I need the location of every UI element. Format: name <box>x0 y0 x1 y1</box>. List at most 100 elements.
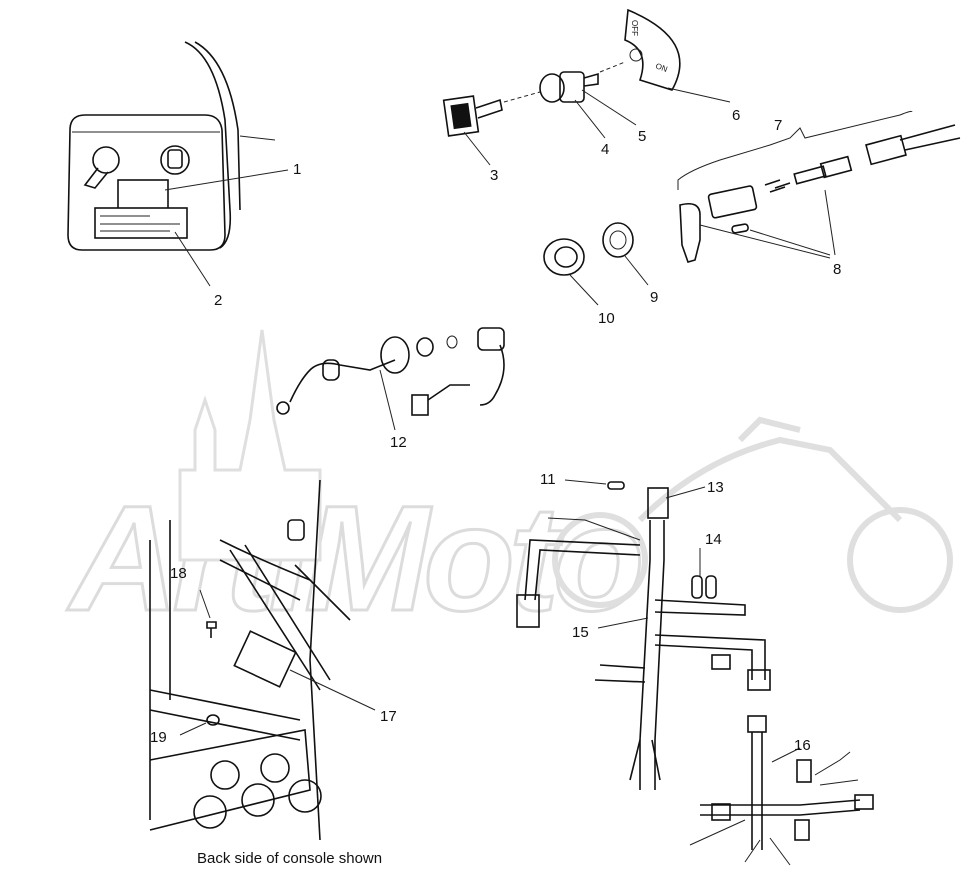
leader-line-5 <box>581 89 637 126</box>
nut-19 <box>206 714 220 726</box>
harness-wire-11 <box>547 517 641 541</box>
leader-line-2 <box>174 231 211 287</box>
callout-17: 17 <box>380 708 397 725</box>
switch-pin <box>731 223 749 234</box>
harness-tube <box>219 539 311 601</box>
leader-line-19 <box>179 722 207 736</box>
tether-clip <box>276 401 290 415</box>
key-in-switch <box>83 167 109 189</box>
nut-inner <box>554 246 578 268</box>
sub-harness-connector-bottom <box>794 819 810 841</box>
console-panel <box>67 114 226 251</box>
decal-1-shape <box>117 179 169 213</box>
ignition-parts: OFF ON <box>442 8 731 166</box>
console-back-hole <box>193 795 227 829</box>
leader-line-8a <box>749 229 831 256</box>
washer-inner <box>609 230 627 250</box>
key-blade <box>475 98 503 119</box>
harness-conduit <box>229 544 331 691</box>
harness-branch-left <box>524 539 641 601</box>
callout-11: 11 <box>540 471 556 488</box>
console-back-cable <box>294 564 351 621</box>
light-switch-bezel <box>160 145 190 175</box>
sub-harness-connector-left <box>711 803 731 821</box>
tether-connector <box>411 394 429 416</box>
leader-line-10 <box>569 274 599 306</box>
callout-1: 1 <box>293 161 301 178</box>
sub-harness-cross <box>700 799 861 816</box>
harness-plug-13 <box>647 487 669 519</box>
ignition-switch-terminal <box>583 72 599 87</box>
leader-line-1 <box>164 169 289 191</box>
callout-12: 12 <box>390 434 407 451</box>
fuse-14b <box>705 575 717 599</box>
main-harness <box>516 479 771 790</box>
tether-switch-body <box>477 327 505 351</box>
leader-line-8b <box>699 224 831 259</box>
watermark-wheel-rear <box>847 507 953 613</box>
callout-19: 19 <box>150 729 167 746</box>
watermark-text: ArtiMoto <box>66 474 640 642</box>
diagram-caption: Back side of console shown <box>197 850 382 867</box>
ignition-switch-face <box>539 73 565 103</box>
washer-outer <box>602 222 634 258</box>
switch-wire <box>904 137 961 151</box>
switch-lever <box>679 202 701 263</box>
tether-nut <box>416 337 434 357</box>
leader-line-8c <box>824 189 836 256</box>
callout-14: 14 <box>705 531 722 548</box>
callout-9: 9 <box>650 289 658 306</box>
leader-line-11 <box>564 479 607 485</box>
harness-connector-left <box>516 594 540 628</box>
leader-line-6 <box>667 87 731 103</box>
plate-off-text: OFF <box>630 20 639 36</box>
switch-wire <box>899 124 956 141</box>
tether-connector-wire <box>427 384 470 401</box>
tether-cap <box>380 336 410 374</box>
switch-plunger <box>793 165 827 185</box>
console-back-hole <box>241 783 275 817</box>
callout-8: 8 <box>833 261 841 278</box>
leader-line-15 <box>597 617 649 629</box>
watermark: ArtiMoto <box>65 329 953 644</box>
leader-line-16 <box>771 747 801 763</box>
sub-harness-connector-top <box>796 759 812 783</box>
harness-bracket <box>233 630 297 688</box>
switch-alignment-line <box>599 61 626 73</box>
harness-leads-left <box>594 664 646 683</box>
console-side-edge-inner <box>194 41 241 211</box>
tether-cord <box>289 359 396 403</box>
console-back-rail <box>149 689 301 741</box>
leader-line <box>239 135 276 141</box>
console-back-plate <box>149 729 311 831</box>
leader-line-9 <box>624 255 649 286</box>
on-off-plate <box>624 8 681 91</box>
sub-harness-plug <box>747 715 767 733</box>
tether-lead <box>479 344 505 406</box>
console-back-hole <box>288 779 322 813</box>
nut-and-washer <box>543 222 649 306</box>
console-assembly <box>67 41 289 287</box>
tether-switch <box>276 327 505 431</box>
connector-11 <box>607 481 625 490</box>
leader-line-3 <box>463 131 491 166</box>
console-back-tab <box>287 519 305 541</box>
console-back <box>149 479 376 841</box>
tether-washer <box>446 335 458 349</box>
callout-15: 15 <box>572 624 589 641</box>
ignition-switch-body <box>559 71 585 103</box>
fuse-14a <box>691 575 703 599</box>
sub-harness-connector-right <box>854 794 874 810</box>
key-head-grip <box>450 102 472 130</box>
sub-harness-trunk <box>751 732 763 850</box>
leader-line-12 <box>379 369 396 431</box>
harness-trunk <box>639 520 651 790</box>
leader-line-17 <box>289 669 376 711</box>
key-alignment-line <box>503 91 541 103</box>
plate-hole <box>629 48 643 62</box>
harness-connector-right <box>747 669 771 691</box>
callout-3: 3 <box>490 167 498 184</box>
callout-13: 13 <box>707 479 724 496</box>
